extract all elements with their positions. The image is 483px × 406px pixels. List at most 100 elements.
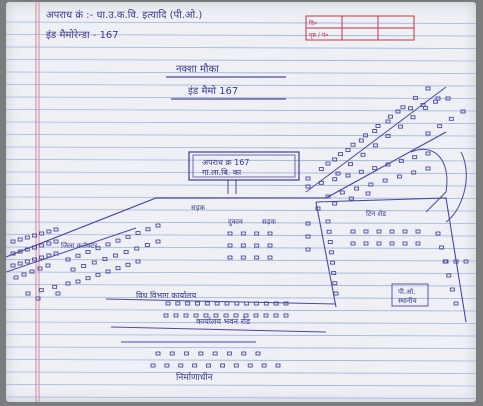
crowd-marker	[195, 301, 200, 306]
crowd-marker	[385, 162, 391, 167]
crowd-marker	[204, 301, 210, 306]
crowd-marker	[327, 240, 333, 245]
crowd-marker	[448, 116, 454, 121]
crowd-marker	[85, 276, 91, 281]
crowd-marker	[10, 263, 16, 268]
crowd-marker	[453, 259, 459, 264]
crowd-marker	[345, 173, 351, 178]
crowd-marker	[134, 246, 140, 251]
crowd-marker	[241, 351, 247, 356]
crowd-marker	[305, 184, 311, 189]
shop-label-2: सड़क	[262, 218, 276, 226]
crowd-marker	[247, 363, 253, 368]
ruled-line	[6, 346, 476, 349]
crowd-marker	[330, 260, 336, 265]
crowd-marker	[178, 363, 184, 368]
crowd-marker	[243, 313, 249, 318]
building-label-2: गा.ला.बि. का	[202, 167, 242, 177]
crowd-marker	[113, 253, 118, 258]
bottom-label-2: कार्यालय भवन रोड	[196, 316, 251, 326]
crowd-marker	[267, 255, 273, 260]
crowd-marker	[358, 138, 364, 143]
crowd-marker	[240, 255, 246, 260]
crowd-marker	[411, 170, 417, 175]
ruled-line	[6, 71, 476, 74]
crowd-marker	[339, 190, 345, 195]
crowd-marker	[75, 279, 81, 284]
crowd-marker	[213, 313, 219, 318]
crowd-marker	[331, 270, 337, 275]
crowd-marker	[234, 301, 240, 306]
crowd-marker	[372, 129, 378, 133]
crowd-marker	[253, 313, 259, 318]
crowd-marker	[425, 166, 431, 171]
crowd-marker	[408, 106, 413, 111]
crowd-marker	[17, 249, 23, 254]
crowd-marker	[17, 237, 23, 242]
header-box: दि० पृष्ठ / पं०	[305, 15, 415, 41]
crowd-marker	[463, 259, 469, 264]
ruled-line	[6, 284, 476, 287]
crowd-marker	[53, 251, 59, 256]
crowd-marker	[389, 241, 395, 246]
header-box-label-1: दि०	[309, 19, 317, 27]
crowd-marker	[35, 296, 41, 301]
corner-label-2: स्थानीय	[398, 296, 418, 305]
road-label: सड़क	[191, 204, 205, 212]
crowd-marker	[263, 313, 269, 318]
crowd-marker	[135, 231, 141, 236]
crowd-marker	[150, 363, 156, 368]
crowd-marker	[385, 119, 391, 124]
crowd-marker	[17, 261, 23, 266]
crowd-marker	[376, 241, 382, 246]
crowd-marker	[32, 245, 37, 250]
crowd-marker	[173, 313, 179, 318]
crowd-marker	[263, 301, 269, 306]
ruled-line	[6, 271, 476, 274]
ruled-line	[6, 34, 476, 37]
crowd-marker	[318, 167, 324, 171]
crowd-marker	[10, 239, 16, 244]
crowd-marker	[203, 313, 209, 318]
crowd-marker	[332, 177, 338, 182]
crowd-marker	[332, 157, 338, 162]
header-box-label-2: पृष्ठ / पं०	[309, 32, 328, 39]
ruled-line	[6, 21, 476, 24]
crowd-marker	[53, 239, 59, 244]
crowd-marker	[389, 229, 395, 234]
crowd-marker	[398, 158, 404, 163]
crowd-marker	[423, 105, 428, 110]
crowd-marker	[348, 196, 354, 201]
crowd-marker	[402, 229, 408, 234]
crowd-marker	[435, 96, 441, 101]
crowd-marker	[65, 281, 71, 286]
crowd-marker	[318, 180, 324, 185]
crowd-marker	[354, 186, 360, 191]
crowd-marker	[449, 287, 455, 292]
crowd-marker	[46, 241, 52, 246]
footer-label: निर्माणाधीन	[176, 371, 214, 383]
crowd-marker	[433, 99, 438, 104]
crowd-marker	[155, 239, 161, 244]
ruled-line	[6, 334, 476, 337]
crowd-marker	[365, 191, 371, 196]
crowd-marker	[445, 96, 451, 101]
crowd-marker	[254, 243, 260, 248]
crowd-marker	[75, 253, 81, 258]
crowd-marker	[226, 351, 232, 356]
ruled-line	[6, 321, 476, 324]
crowd-marker	[185, 301, 191, 306]
crowd-marker	[255, 351, 261, 356]
crowd-marker	[338, 152, 343, 157]
ruled-line	[6, 46, 476, 49]
ruled-line	[6, 221, 476, 224]
crowd-marker	[283, 301, 289, 306]
crowd-marker	[345, 148, 351, 152]
ruled-line	[6, 96, 476, 99]
crowd-marker	[363, 133, 368, 138]
crowd-marker	[375, 124, 381, 128]
crowd-marker	[350, 241, 356, 246]
crowd-marker	[13, 275, 19, 280]
crowd-marker	[46, 229, 52, 234]
crowd-marker	[363, 241, 369, 246]
